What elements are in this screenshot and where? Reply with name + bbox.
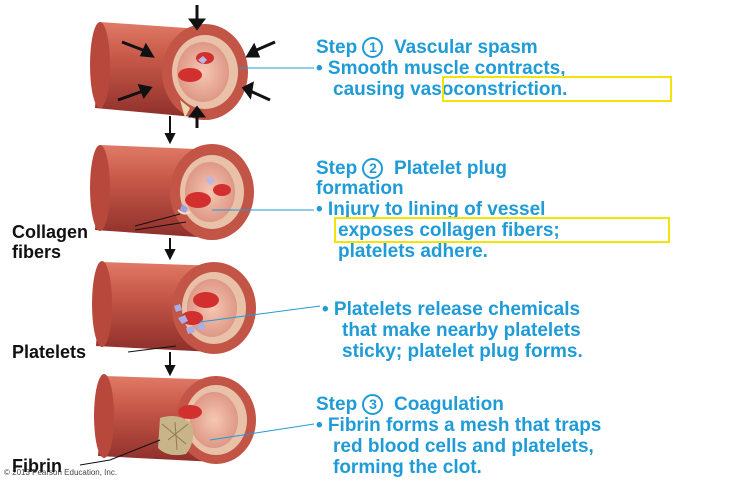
step1-title: Vascular spasm (394, 37, 538, 58)
step3-line2: red blood cells and platelets, (333, 436, 594, 457)
vessel-step1 (90, 22, 248, 120)
step3-title: Coagulation (394, 394, 504, 415)
step1-number: 1 (362, 37, 383, 58)
vessel-step4 (94, 374, 256, 464)
step2-line3: platelets adhere. (338, 241, 488, 262)
label-fibers: fibers (12, 242, 61, 262)
step2-title-line2: formation (316, 178, 404, 199)
step2-word: Step (316, 158, 357, 179)
vessel-step3 (92, 261, 256, 354)
step2-heading: Step 2 Platelet plug (316, 158, 507, 179)
step2b-line2: that make nearby platelets (342, 320, 581, 341)
step2b-line1: • Platelets release chemicals (322, 299, 580, 320)
copyright-text: © 2013 Pearson Education, Inc. (4, 468, 117, 477)
step2-number: 2 (362, 158, 383, 179)
step3-word: Step (316, 394, 357, 415)
step1-heading: Step 1 Vascular spasm (316, 37, 538, 58)
step3-line3: forming the clot. (333, 457, 482, 478)
step1-word: Step (316, 37, 357, 58)
step3-line1: • Fibrin forms a mesh that traps (316, 415, 601, 436)
step2-title: Platelet plug (394, 158, 507, 179)
highlight-vasoconstriction (442, 76, 672, 102)
step3-number: 3 (362, 394, 383, 415)
label-collagen: Collagen (12, 222, 88, 242)
label-platelets: Platelets (12, 342, 86, 362)
highlight-collagen (334, 217, 670, 243)
step3-heading: Step 3 Coagulation (316, 394, 504, 415)
step1-line2a: causing (333, 79, 405, 100)
step2b-line3: sticky; platelet plug forms. (342, 341, 583, 362)
vessel-step2 (90, 144, 254, 240)
